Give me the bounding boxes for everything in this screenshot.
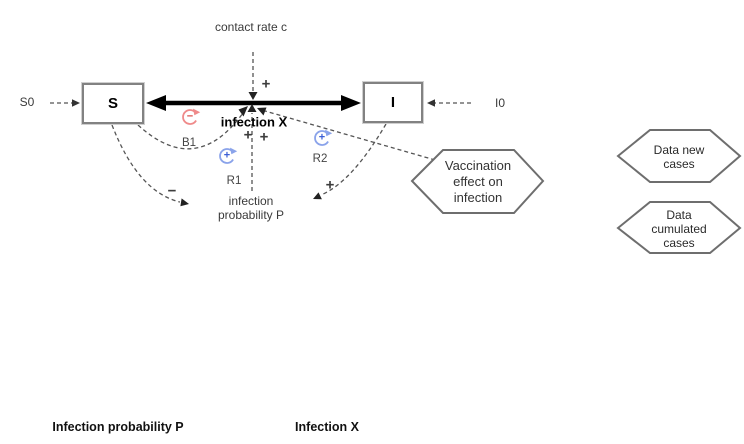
stock-i[interactable]: I [362, 81, 424, 124]
arrowhead-i-to-prob [313, 192, 322, 200]
polarity-s-to-prob: − [167, 182, 177, 200]
loop-marker-r2 [314, 129, 333, 146]
arrowhead-vaccination [257, 107, 267, 116]
bottom-title-infection-x: Infection X [295, 420, 359, 434]
loop-r1-label: R1 [226, 175, 242, 187]
vaccination-line2: effect on [453, 174, 503, 189]
connector-vaccination-to-flow[interactable] [264, 110, 436, 161]
infection-probability-label[interactable]: infection probability P [218, 194, 284, 222]
s0-label[interactable]: S0 [19, 95, 35, 109]
loop-r2-label: R2 [312, 153, 328, 165]
hexagon-data-new-label: Data new cases [654, 143, 705, 171]
connector-s-to-prob[interactable] [111, 124, 181, 203]
hexagon-vaccination-label: Vaccination effect on infection [445, 158, 511, 206]
data-cumulated-line2: cumulated [651, 222, 707, 236]
polarity-prob-to-flow-left: + [243, 126, 253, 144]
data-cumulated-line1: Data [666, 208, 692, 222]
loop-r1-sign: + [223, 149, 231, 162]
polarity-prob-to-flow-right: + [259, 128, 269, 146]
hexagon-vaccination[interactable] [410, 149, 545, 214]
flow-arrowhead-right [341, 95, 361, 111]
stock-i-label: I [390, 94, 396, 111]
arrowhead-contact [248, 92, 258, 100]
infection-probability-line1: infection [228, 194, 274, 208]
i0-label[interactable]: I0 [494, 96, 506, 110]
connector-i-to-prob[interactable] [320, 123, 387, 196]
flow-arrowhead-left [146, 95, 166, 111]
polarity-i-to-prob: + [325, 176, 335, 194]
hexagon-data-cumulated-cases[interactable] [616, 201, 742, 254]
loop-b1-label: B1 [181, 137, 197, 149]
infection-probability-line2: probability P [217, 208, 285, 222]
stock-s[interactable]: S [81, 82, 145, 125]
arrowhead-s-to-prob [180, 198, 189, 207]
loop-b1-sign: − [186, 110, 194, 123]
loop-marker-r1 [219, 147, 238, 164]
data-cumulated-line3: cases [663, 236, 695, 250]
flow-label[interactable]: infection X [220, 114, 288, 130]
polarity-contact-to-flow: + [261, 75, 271, 93]
arrowhead-i0 [427, 99, 435, 107]
arrowhead-prob-to-flow [247, 104, 257, 112]
contact-rate-label[interactable]: contact rate c [214, 20, 288, 34]
data-new-line2: cases [663, 157, 695, 171]
arrowhead-s0 [72, 99, 80, 107]
data-new-line1: Data new [653, 143, 705, 157]
loop-r2-sign: + [318, 131, 326, 144]
arrowhead-s-to-flow [238, 106, 248, 117]
vaccination-line1: Vaccination [444, 158, 512, 173]
bottom-title-infection-probability: Infection probability P [52, 420, 184, 434]
loop-marker-b1 [182, 108, 201, 125]
connector-s-to-flow[interactable] [137, 112, 244, 150]
hexagon-data-cumulated-label: Data cumulated cases [651, 208, 706, 250]
vaccination-line3: infection [453, 190, 503, 205]
hexagon-data-new-cases[interactable] [616, 129, 742, 183]
stock-s-label: S [107, 95, 118, 112]
